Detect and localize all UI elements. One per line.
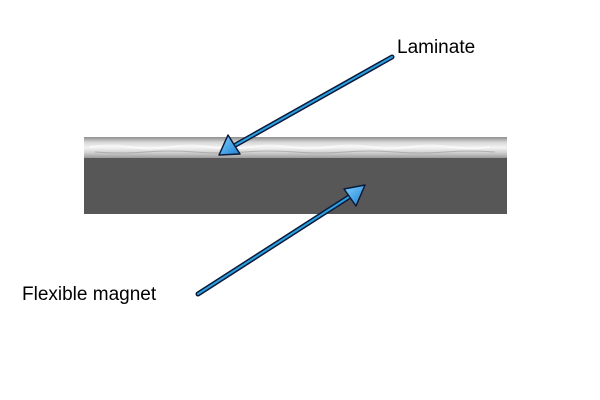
laminate-texture-dark bbox=[94, 150, 496, 154]
laminate-texture bbox=[89, 144, 491, 150]
laminate-arrowhead bbox=[218, 134, 241, 156]
magnet-arrow bbox=[195, 184, 366, 297]
laminate-arrow bbox=[218, 54, 395, 156]
magnet-layer bbox=[84, 158, 507, 214]
flexible-magnet-label: Flexible magnet bbox=[22, 284, 157, 305]
magnet-arrowhead bbox=[343, 184, 366, 207]
laminate-label: Laminate bbox=[397, 37, 476, 58]
